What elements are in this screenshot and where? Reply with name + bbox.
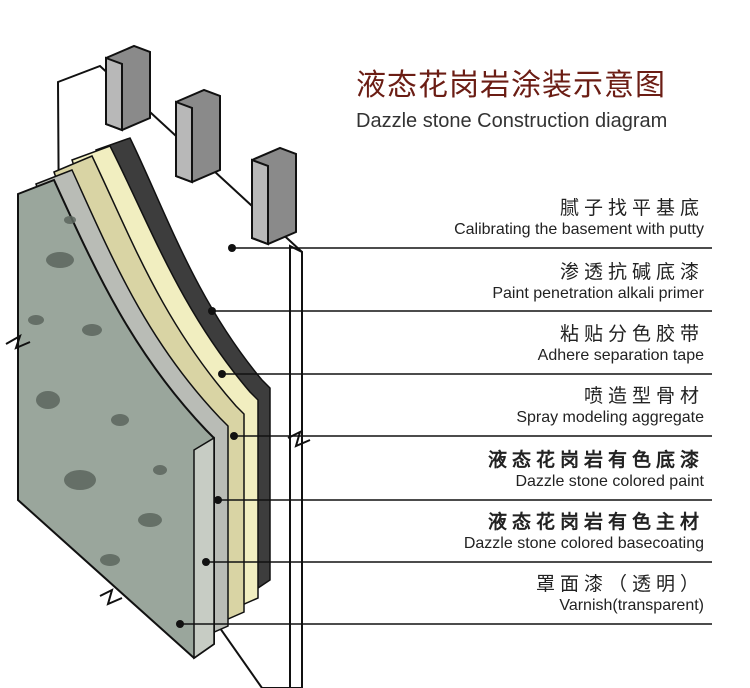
speckle bbox=[64, 470, 96, 490]
layer-label-2: 渗透抗碱底漆 Paint penetration alkali primer bbox=[492, 260, 704, 304]
speckle bbox=[36, 391, 60, 409]
stud-3-face bbox=[251, 158, 269, 246]
leader-lines bbox=[176, 244, 712, 628]
leader-dot bbox=[230, 432, 238, 440]
wall-studs bbox=[105, 44, 297, 246]
layer-label-cn: 渗透抗碱底漆 bbox=[559, 261, 704, 283]
layer-label-en: Calibrating the basement with putty bbox=[454, 221, 704, 238]
layer-label-cn: 液态花岗岩有色底漆 bbox=[487, 449, 704, 471]
layer-label-7: 罩面漆（透明） Varnish(transparent) bbox=[536, 572, 704, 616]
layer-label-en: Paint penetration alkali primer bbox=[492, 285, 704, 302]
speckle bbox=[82, 324, 102, 336]
layer-label-6: 液态花岗岩有色主材 Dazzle stone colored basecoati… bbox=[464, 510, 704, 554]
speckle bbox=[138, 513, 162, 527]
break-mark-left bbox=[5, 333, 31, 350]
layer-label-cn: 粘贴分色胶带 bbox=[559, 323, 704, 345]
stone-front-edge bbox=[193, 436, 215, 660]
speckle bbox=[28, 315, 44, 325]
layer-label-5: 液态花岗岩有色底漆 Dazzle stone colored paint bbox=[488, 448, 704, 492]
wall-panel-edge bbox=[289, 244, 303, 688]
layer-label-en: Varnish(transparent) bbox=[559, 597, 704, 614]
leader-dot bbox=[218, 370, 226, 378]
layer-label-en: Dazzle stone colored paint bbox=[515, 473, 704, 490]
layer-label-cn: 罩面漆（透明） bbox=[535, 573, 704, 595]
leader-dot bbox=[208, 307, 216, 315]
layer-label-cn: 液态花岗岩有色主材 bbox=[487, 511, 704, 533]
layer-label-en: Dazzle stone colored basecoating bbox=[463, 535, 704, 552]
leader-dot bbox=[202, 558, 210, 566]
title-cn: 液态花岗岩涂装示意图 bbox=[356, 68, 666, 103]
break-mark-bottom bbox=[99, 588, 123, 606]
stud-1-face bbox=[105, 56, 123, 132]
speckle bbox=[64, 216, 76, 224]
layer-label-cn: 腻子找平基底 bbox=[559, 197, 704, 219]
layer-label-cn: 喷造型骨材 bbox=[583, 385, 704, 407]
speckle bbox=[111, 414, 129, 426]
layer-label-4: 喷造型骨材 Spray modeling aggregate bbox=[516, 384, 704, 428]
break-mark-right bbox=[287, 430, 311, 448]
speckle bbox=[100, 554, 120, 566]
stone-texture bbox=[28, 216, 167, 566]
leader-dot bbox=[228, 244, 236, 252]
leader-dot bbox=[176, 620, 184, 628]
stud-2-face bbox=[175, 100, 193, 184]
layer-label-3: 粘贴分色胶带 Adhere separation tape bbox=[538, 322, 704, 366]
layer-label-en: Adhere separation tape bbox=[537, 347, 704, 364]
speckle bbox=[153, 465, 167, 475]
layer-label-en: Spray modeling aggregate bbox=[516, 409, 704, 426]
title-en: Dazzle stone Construction diagram bbox=[356, 110, 668, 132]
speckle bbox=[46, 252, 74, 268]
leader-dot bbox=[214, 496, 222, 504]
layer-label-1: 腻子找平基底 Calibrating the basement with put… bbox=[454, 196, 704, 240]
